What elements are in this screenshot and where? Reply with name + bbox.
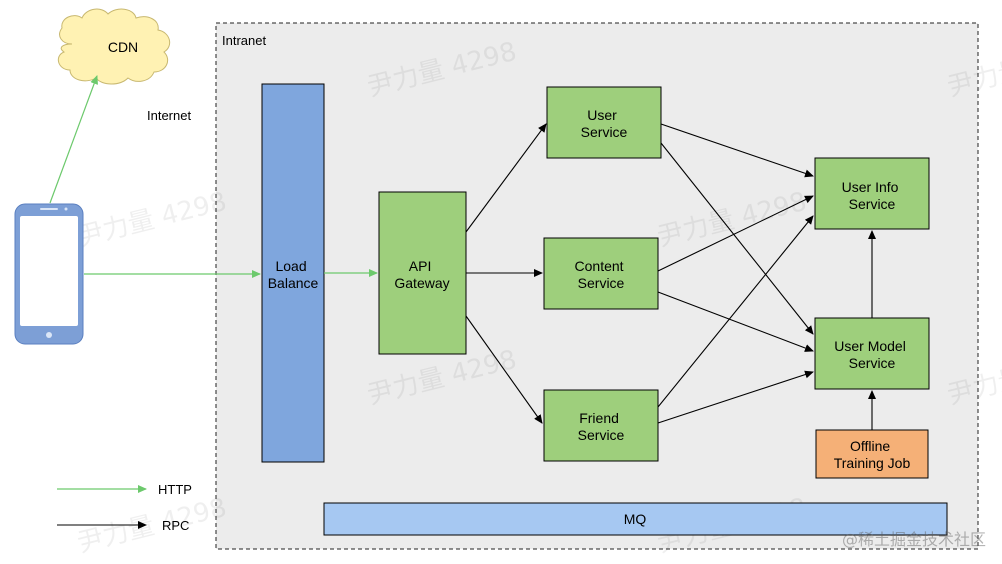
legend: HTTP RPC [57,482,192,533]
user-model-service-label-line2: Service [849,355,896,371]
intranet-label: Intranet [222,33,266,48]
content-service-label-line2: Service [578,275,625,291]
phone-icon [14,203,84,345]
edge-content-service-to-user-model [657,291,814,352]
svg-text:User Service: User Service [581,107,628,140]
svg-text:User Info Service: User Info Service [842,179,903,212]
cdn-label: CDN [108,39,138,55]
edge-gateway-to-user-service [465,123,547,233]
load-balance-label-line1: Load [275,258,306,274]
offline-training-job-label-line2: Training Job [834,455,911,471]
offline-training-job-label-line1: Offline [850,438,890,454]
user-service-box: User Service [546,86,662,159]
edge-friend-service-to-user-info [657,215,814,408]
friend-service-label-line1: Friend [579,410,619,426]
watermark-text: 尹力量 4298 [74,187,229,253]
legend-rpc-label: RPC [162,518,189,533]
svg-text:Offline Training Job: Offline Training Job [834,438,911,471]
svg-text:Load Balance: Load Balance [268,258,319,291]
api-gateway-box: API Gateway [378,191,467,355]
mq-label: MQ [624,511,647,527]
footer-watermark: @稀土掘金技术社区 [841,530,986,549]
user-info-service-box: User Info Service [814,157,930,230]
load-balance-box: Load Balance [261,83,325,463]
mq-bar: MQ [323,502,948,536]
user-info-service-label-line1: User Info [842,179,899,195]
user-service-label-line2: Service [581,124,628,140]
edge-user-service-to-user-info [660,123,814,178]
edge-friend-service-to-user-model [657,370,814,424]
svg-text:Content Service: Content Service [575,258,628,291]
svg-text:User Model Service: User Model Service [834,338,909,371]
user-info-service-label-line2: Service [849,196,896,212]
svg-text:Friend Service: Friend Service [578,410,625,443]
edge-content-service-to-user-info [657,195,814,272]
svg-text:API Gateway: API Gateway [394,258,449,291]
edge-gateway-to-friend-service [465,315,543,424]
http-edges [49,75,378,278]
friend-service-box: Friend Service [543,389,659,462]
cdn-cloud: CDN [57,8,171,85]
legend-http-label: HTTP [158,482,192,497]
offline-training-job-box: Offline Training Job [815,429,929,479]
friend-service-label-line2: Service [578,427,625,443]
edge-user-service-to-user-model [660,142,814,335]
load-balance-label-line2: Balance [268,275,319,291]
watermark-text: 尹力量 4298 [74,493,229,559]
api-gateway-label-line2: Gateway [394,275,449,291]
content-service-label-line1: Content [575,258,624,274]
user-model-service-label-line1: User Model [834,338,906,354]
user-model-service-box: User Model Service [814,317,930,390]
edge-phone-to-cdn [49,75,98,204]
api-gateway-label-line1: API [409,258,432,274]
content-service-box: Content Service [543,237,659,310]
internet-label: Internet [147,108,191,123]
user-service-label-line1: User [587,107,617,123]
rpc-edges [465,123,876,430]
